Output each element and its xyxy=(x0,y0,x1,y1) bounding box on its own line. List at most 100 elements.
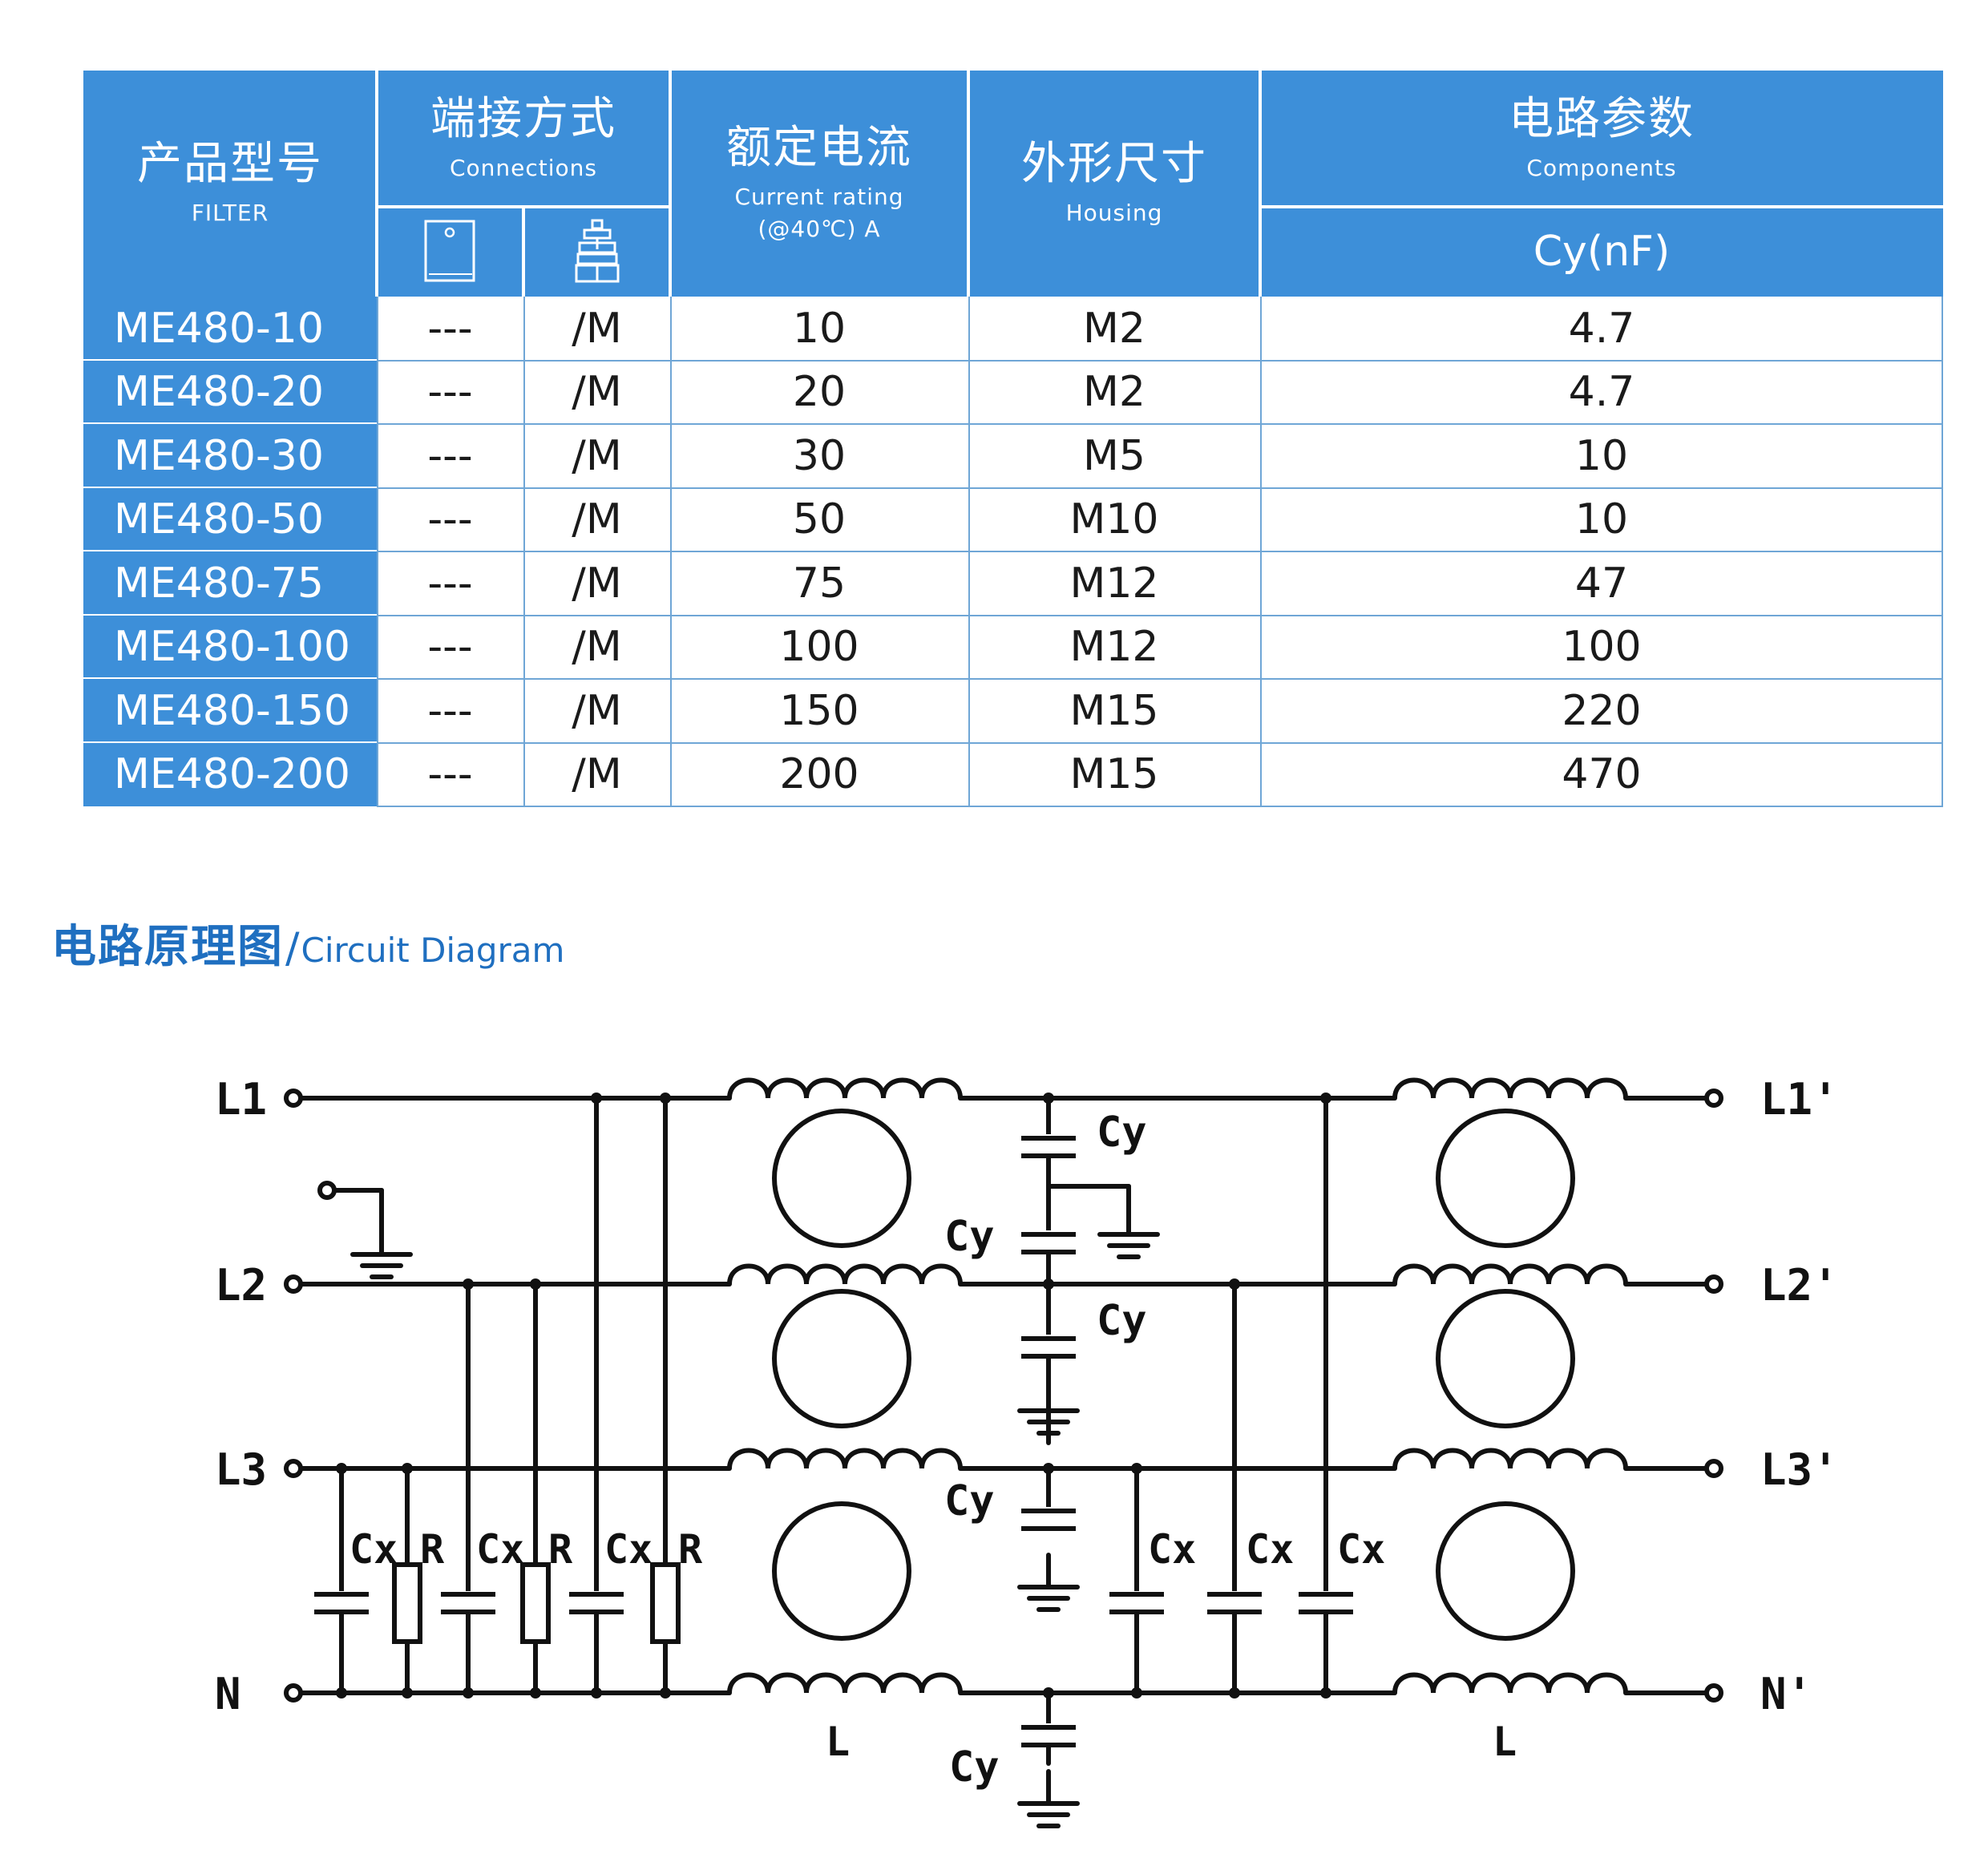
junction-dot xyxy=(463,1278,474,1290)
header-filter-en: FILTER xyxy=(191,200,269,227)
header-connection-icon-2 xyxy=(523,207,670,297)
inductor-coil xyxy=(727,1448,963,1469)
label-cy: Cy xyxy=(944,1213,995,1261)
toroid-core xyxy=(772,1501,911,1641)
label-cx: Cx xyxy=(476,1526,524,1573)
junction-dot xyxy=(591,1093,602,1104)
label-r: R xyxy=(678,1526,703,1573)
cell-housing: M2 xyxy=(1083,368,1146,417)
header-filter: 产品型号 FILTER xyxy=(83,71,377,297)
cell-housing: M15 xyxy=(1069,686,1159,735)
junction-dot xyxy=(660,1687,671,1699)
ground-terminal xyxy=(317,1181,337,1200)
header-current-en-1: Current rating xyxy=(734,184,904,211)
header-components-en: Components xyxy=(1526,155,1677,182)
header-cy-label: Cy(nF) xyxy=(1533,228,1671,276)
label-r: R xyxy=(420,1526,445,1573)
cell-connection-2: /M xyxy=(572,495,622,544)
label-cx: Cx xyxy=(1148,1526,1196,1573)
input-label: L3 xyxy=(215,1444,267,1495)
junction-dot xyxy=(336,1463,347,1474)
junction-dot xyxy=(1229,1278,1240,1290)
junction-dot xyxy=(1229,1687,1240,1699)
junction-dot xyxy=(530,1278,541,1290)
cell-housing: M2 xyxy=(1083,304,1146,353)
cell-model: ME480-150 xyxy=(83,679,377,743)
header-connections: 端接方式 Connections xyxy=(377,71,670,207)
toroid-core xyxy=(772,1109,911,1248)
cell-model: ME480-20 xyxy=(83,360,377,424)
cell-model: ME480-200 xyxy=(83,742,377,806)
output-label: L1' xyxy=(1760,1074,1839,1125)
toroid-core xyxy=(772,1289,911,1428)
cell-connection-2: /M xyxy=(572,304,622,353)
output-terminal xyxy=(1704,1459,1723,1478)
cell-housing: M12 xyxy=(1069,623,1159,672)
label-cx: Cx xyxy=(1246,1526,1294,1573)
cell-connection-1: --- xyxy=(427,750,473,799)
spec-table: 产品型号 FILTER 端接方式 Connections 额定电流 Curr xyxy=(83,71,1943,807)
junction-dot xyxy=(530,1687,541,1699)
header-housing: 外形尺寸 Housing xyxy=(968,71,1260,297)
cell-connection-2: /M xyxy=(572,431,622,480)
junction-dot xyxy=(1320,1093,1331,1104)
cell-connection-1: --- xyxy=(427,623,473,672)
header-connection-icon-1 xyxy=(377,207,523,297)
section-title-separator: / xyxy=(285,924,300,972)
cell-cy: 220 xyxy=(1562,686,1642,735)
cell-current: 150 xyxy=(779,686,859,735)
cell-cy: 4.7 xyxy=(1568,304,1635,353)
header-housing-cn: 外形尺寸 xyxy=(1021,137,1207,190)
header-current-en-2: (@40℃) A xyxy=(758,216,881,243)
toroid-core xyxy=(1436,1289,1575,1428)
junction-dot xyxy=(1043,1687,1054,1699)
resistor xyxy=(650,1562,681,1644)
inductor-coil xyxy=(1392,1263,1628,1285)
cell-connection-1: --- xyxy=(427,368,473,417)
junction-dot xyxy=(402,1687,413,1699)
section-title-en: Circuit Diagram xyxy=(301,931,565,970)
cell-cy: 10 xyxy=(1574,431,1629,480)
junction-dot xyxy=(402,1463,413,1474)
header-current: 额定电流 Current rating (@40℃) A xyxy=(670,71,968,297)
cell-current: 10 xyxy=(792,304,847,353)
cell-connection-1: --- xyxy=(427,495,473,544)
cell-connection-2: /M xyxy=(572,623,622,672)
toroid-core xyxy=(1436,1109,1575,1248)
junction-dot xyxy=(1131,1687,1142,1699)
toroid-core xyxy=(1436,1501,1575,1641)
stud-bolt-icon xyxy=(575,219,619,283)
cell-housing: M15 xyxy=(1069,750,1159,799)
input-terminal xyxy=(284,1683,303,1703)
junction-dot xyxy=(591,1687,602,1699)
junction-dot xyxy=(463,1687,474,1699)
cell-current: 30 xyxy=(792,431,847,480)
junction-dot xyxy=(1043,1278,1054,1290)
header-components: 电路参数 Components xyxy=(1260,71,1943,207)
cell-cy: 10 xyxy=(1574,495,1629,544)
inductor-coil xyxy=(1392,1077,1628,1099)
label-cy: Cy xyxy=(944,1477,995,1525)
label-cy: Cy xyxy=(949,1743,1000,1791)
cell-model: ME480-75 xyxy=(83,551,377,616)
cell-cy: 100 xyxy=(1562,623,1642,672)
cell-current: 50 xyxy=(792,495,847,544)
cell-current: 20 xyxy=(792,368,847,417)
header-cy: Cy(nF) xyxy=(1260,207,1943,297)
cell-connection-1: --- xyxy=(427,686,473,735)
output-terminal xyxy=(1704,1089,1723,1108)
resistor xyxy=(392,1562,422,1644)
cell-model: ME480-10 xyxy=(83,297,377,361)
output-label: N' xyxy=(1760,1669,1812,1719)
cell-connection-2: /M xyxy=(572,368,622,417)
inductor-coil xyxy=(727,1263,963,1285)
section-title-cn: 电路原理图 xyxy=(51,921,284,973)
cell-model: ME480-30 xyxy=(83,424,377,488)
terminal-block-icon xyxy=(424,220,475,282)
cell-cy: 470 xyxy=(1562,750,1642,799)
inductor-coil xyxy=(1392,1448,1628,1469)
input-terminal xyxy=(284,1459,303,1478)
inductor-coil xyxy=(727,1672,963,1694)
cell-current: 100 xyxy=(779,623,859,672)
